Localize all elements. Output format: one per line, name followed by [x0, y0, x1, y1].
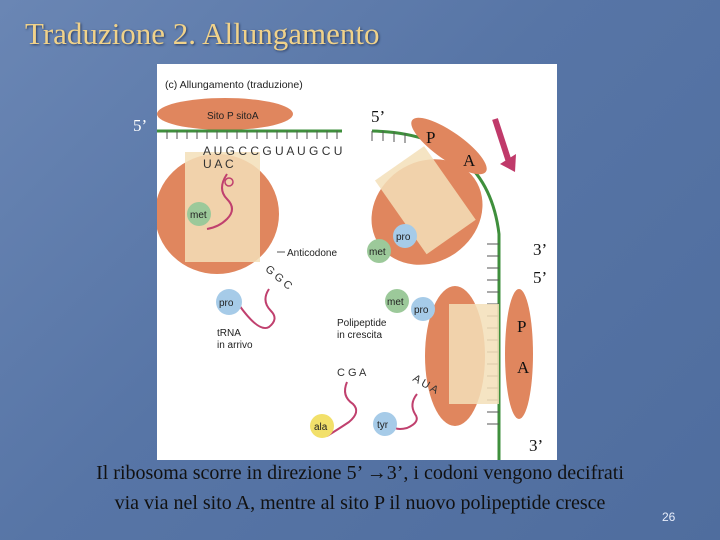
ribosome-left: Sito P sitoA [157, 98, 293, 274]
figure-heading: (c) Allungamento (traduzione) [165, 79, 303, 91]
label-lower-P: P [517, 317, 526, 337]
label-bottom-3prime: 3’ [529, 436, 543, 456]
site-label: Sito P sitoA [207, 111, 259, 122]
direction-arrow [495, 119, 509, 162]
aa-pro-lower-label: pro [414, 305, 429, 316]
slide-title: Traduzione 2. Allungamento [25, 16, 379, 52]
aa-pro-incoming-label: pro [219, 298, 234, 309]
trna-incoming-strand [239, 289, 275, 328]
caption-line-2: via via nel sito A, mentre al sito P il … [0, 492, 720, 515]
label-right-5prime: 5’ [533, 268, 547, 288]
ribosome-lower-right-sites [449, 304, 499, 404]
trna-bottom-ala: C G A ala [310, 367, 367, 438]
aa-tyr-label: tyr [377, 420, 389, 431]
aa-met-lower-label: met [387, 297, 404, 308]
aa-met-top-label: met [369, 247, 386, 258]
caption-line-1: Il ribosoma scorre in direzione 5’ →3’, … [0, 462, 720, 485]
trna-incoming: G G C pro tRNA in arrivo [216, 263, 294, 351]
label-lower-A: A [517, 358, 529, 378]
ribosome-lower-right-small [505, 289, 533, 419]
caption-line-1-end: 3’, i codoni vengono decifrati [387, 462, 624, 484]
anticodon-cga: C G A [337, 367, 367, 379]
polipeptide-label-1: Polipeptide [337, 318, 387, 329]
label-top-P: P [426, 128, 435, 148]
anticodone-label: Anticodone [287, 248, 337, 259]
slide-number: 26 [662, 510, 675, 524]
ribosome-lower-right: met pro Polipeptide in crescita [337, 286, 533, 426]
trna-arrivo-label-2: in arrivo [217, 340, 253, 351]
caption-arrow-icon: → [367, 462, 387, 484]
trna-tyr-strand [395, 394, 417, 429]
polipeptide-label-2: in crescita [337, 330, 382, 341]
caption-line-2-text: via via nel sito A, mentre al sito P il … [115, 492, 606, 514]
figure-illustration: (c) Allungamento (traduzione) Sito P sit… [157, 64, 557, 460]
label-top-5prime: 5’ [371, 107, 385, 127]
label-top-A: A [463, 151, 475, 171]
aa-met-left-label: met [190, 210, 207, 221]
trna-bottom-tyr: A U A tyr [373, 372, 441, 436]
anticodon-ggc: G G C [263, 263, 295, 292]
ribosome-elongation-figure: (c) Allungamento (traduzione) Sito P sit… [157, 64, 557, 460]
aa-pro-top-label: pro [396, 232, 411, 243]
label-right-3prime: 3’ [533, 240, 547, 260]
aa-ala-label: ala [314, 422, 328, 433]
mrna-left-codons: A U G C C G U A U G C U [203, 144, 342, 158]
caption-line-1-start: Il ribosoma scorre in direzione 5’ [96, 462, 362, 484]
label-left-5prime: 5’ [133, 116, 147, 136]
trna-arrivo-label-1: tRNA [217, 328, 241, 339]
anticodon-left: U A C [203, 157, 234, 171]
